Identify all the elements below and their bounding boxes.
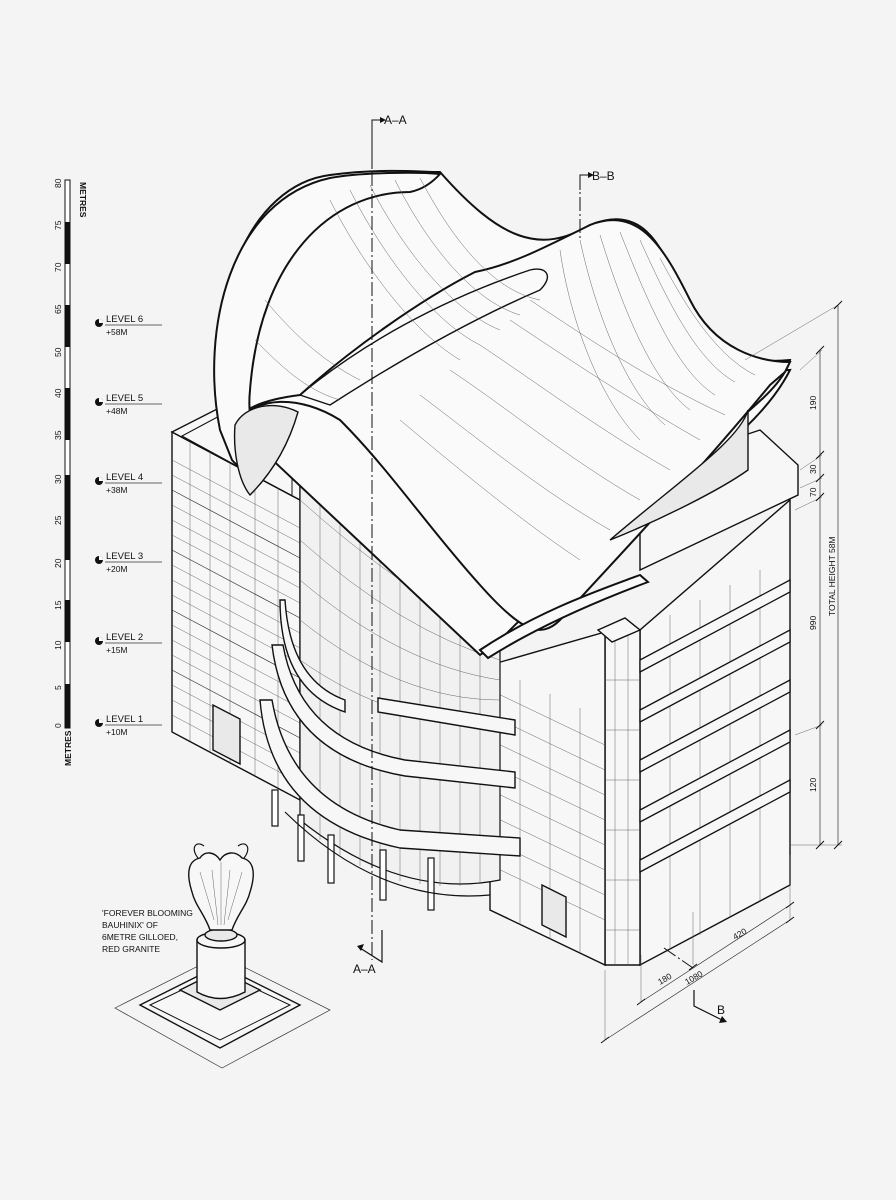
dimension-value: 180: [656, 971, 674, 987]
note-line: RED GRANITE: [102, 944, 160, 954]
entrance-door: [212, 703, 241, 766]
dimension-value: 420: [731, 926, 749, 942]
scale-tick: 0: [53, 723, 63, 728]
scale-tick: 75: [53, 220, 63, 230]
dimension-value: 190: [808, 396, 818, 410]
level-name: LEVEL 2: [106, 632, 143, 643]
level-elevation: +38M: [106, 485, 128, 495]
scale-tick: 80: [53, 178, 63, 188]
scale-tick: 40: [53, 388, 63, 398]
scale-tick: 20: [53, 558, 63, 568]
level-name: LEVEL 1: [106, 714, 143, 725]
section-label: B–B: [592, 169, 615, 183]
section-arrow-icon: [719, 1016, 727, 1023]
scale-tick: 30: [53, 474, 63, 484]
note-line: 6METRE GILLOED,: [102, 932, 178, 942]
scale-tick: 10: [53, 640, 63, 650]
scale-tick: 50: [53, 347, 63, 357]
level-name: LEVEL 5: [106, 393, 143, 404]
entrance-door: [541, 883, 567, 939]
section-arrow-icon: [357, 944, 364, 951]
section-label: A–A: [384, 113, 407, 127]
dimension-value: 990: [808, 616, 818, 630]
total-height-label: TOTAL HEIGHT 58M: [827, 536, 837, 616]
scale-tick: 70: [53, 262, 63, 272]
section-a: A–A A–A: [353, 113, 407, 976]
level-elevation: +48M: [106, 406, 128, 416]
note-line: 'FOREVER BLOOMING: [102, 908, 193, 918]
level-marker: LEVEL 4 +38M: [95, 472, 162, 495]
scale-bar: 0 5 10 15 20 25 30 35 40 50 65 70 75 80 …: [53, 178, 88, 766]
scale-unit-bottom: METRES: [63, 730, 73, 766]
level-elevation: +15M: [106, 645, 128, 655]
dimension-value: 120: [808, 778, 818, 792]
level-marker: LEVEL 6 +58M: [95, 314, 162, 337]
level-marker: LEVEL 1 +10M: [95, 714, 162, 737]
scale-tick: 35: [53, 430, 63, 440]
curved-balconies: [259, 599, 521, 911]
level-marker: LEVEL 3 +20M: [95, 551, 162, 574]
level-marker: LEVEL 5 +48M: [95, 393, 162, 416]
sculpture-note: 'FOREVER BLOOMING BAUHINIX' OF 6METRE GI…: [102, 908, 193, 954]
dimension-value: 70: [808, 487, 818, 497]
scale-tick: 15: [53, 600, 63, 610]
scale-unit-top: METRES: [78, 182, 88, 218]
building: [170, 169, 799, 967]
section-label: B: [717, 1003, 725, 1017]
section-b: B–B B: [579, 169, 727, 1023]
level-name: LEVEL 4: [106, 472, 143, 483]
dimension-value: 1080: [683, 968, 705, 986]
note-line: BAUHINIX' OF: [102, 920, 158, 930]
level-marker: LEVEL 2 +15M: [95, 632, 162, 655]
scale-tick: 25: [53, 515, 63, 525]
vertical-dimensions: 190 30 70 990 120 TOTAL HEIGHT 58M: [744, 300, 843, 850]
level-name: LEVEL 6: [106, 314, 143, 325]
section-label: A–A: [353, 962, 376, 976]
level-elevation: +58M: [106, 327, 128, 337]
right-wing: [489, 429, 799, 967]
scale-tick: 5: [53, 685, 63, 690]
scale-tick: 65: [53, 304, 63, 314]
level-elevation: +20M: [106, 564, 128, 574]
level-name: LEVEL 3: [106, 551, 143, 562]
level-markers: LEVEL 6 +58M LEVEL 5 +48M LEVEL 4 +38M L…: [95, 314, 162, 737]
bauhinia-sculpture: [114, 843, 331, 1069]
level-elevation: +10M: [106, 727, 128, 737]
dimension-value: 30: [808, 464, 818, 474]
roof-shell: [213, 169, 792, 660]
